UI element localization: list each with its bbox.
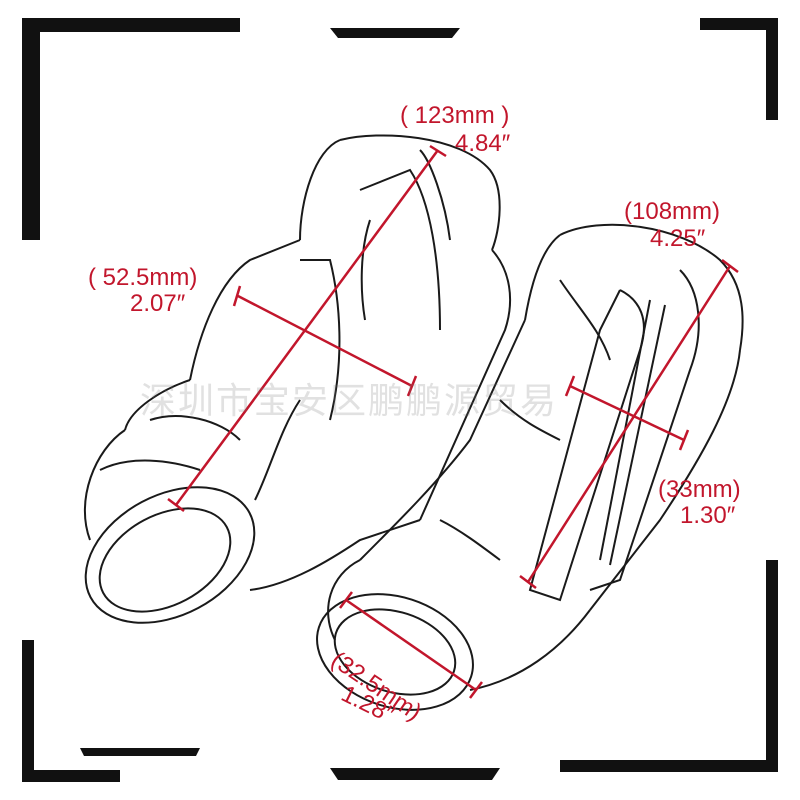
right-length-mm-label: (108mm)	[624, 198, 721, 225]
left-grip	[83, 134, 512, 624]
left-diameter-inch-label: 2.07″	[130, 290, 186, 317]
right-width-mm-label: (33mm)	[658, 476, 741, 503]
right-width-inch-label: 1.30″	[680, 502, 736, 529]
right-grip	[316, 223, 744, 711]
frame-decoration	[22, 18, 778, 782]
watermark-text: 深圳市宝安区鹏鹏源贸易	[140, 381, 559, 422]
left-diameter-mm-label: ( 52.5mm)	[88, 264, 198, 291]
dimension-lines	[167, 144, 739, 699]
left-length-mm-label: ( 123mm )	[400, 102, 510, 129]
left-length-inch-label: 4.84″	[455, 130, 511, 157]
right-length-inch-label: 4.25″	[650, 225, 706, 252]
